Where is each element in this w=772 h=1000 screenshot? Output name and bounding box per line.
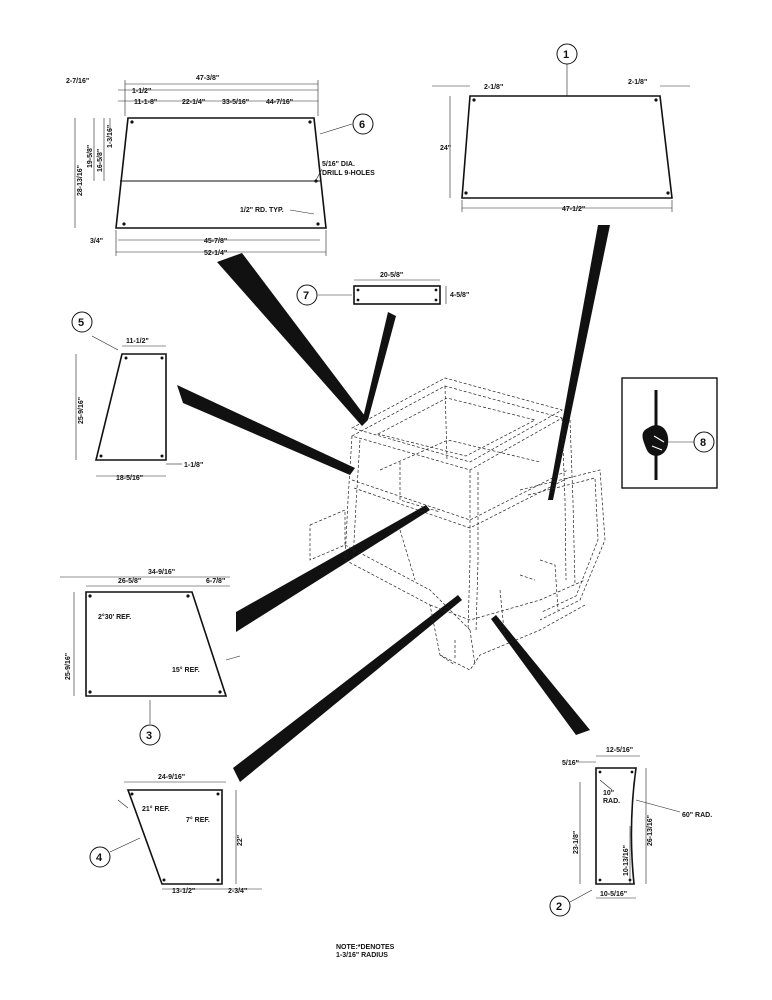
p2-radius-large: 60" RAD. [682,812,712,819]
leader-wedges [177,225,610,782]
panel-7-outline [353,285,441,305]
p4-angle-left: 21° REF. [142,805,170,813]
panel-4-outline [126,789,223,885]
detail-8: 8 [621,377,718,489]
p2-top: 12-5/16" [606,747,633,754]
p4-bottom: 13-1/2" [172,888,195,895]
leader-3 [236,505,430,632]
p1-height: 24" [440,145,451,152]
panel-3: 34-9/16" 26-5/8" 6-7/8" 25-9/16" 2°30' R… [60,569,241,746]
p2-top-offset: 5/16" [562,760,579,767]
panel-1-outline [461,95,673,199]
p2-radius-small: 10" [603,790,614,797]
p3-right-offset: 6-7/8" [206,578,225,585]
callout-4-label: 4 [96,852,103,864]
p6-height-c: 1-3/16" [107,125,114,148]
p3-top: 26-5/8" [118,578,141,585]
p2-bottom: 10-5/16" [600,891,627,898]
p5-height: 25-9/16" [78,397,85,424]
panel-2: 12-5/16" 5/16" 10" RAD. 60" RAD. 23-1/8"… [549,747,712,917]
p3-height: 25-9/16" [65,653,72,680]
panel-3-outline [85,591,228,697]
p6-note-radius: 1/2" RD. TYP. [240,207,284,214]
p6-left-offset: 2-7/16" [66,78,89,85]
callout-4 [89,846,111,868]
p6-note-drill: DRILL 9-HOLES [322,170,375,177]
leader-6 [217,253,368,426]
callout-6 [352,113,374,135]
panel-4: 24-9/16" 21° REF. 7° REF. 22" 13-1/2" 2-… [89,774,262,895]
panel-5: 11-1/2" 25-9/16" 18-5/16" 1-1/8" 5 [71,311,203,482]
p4-angle-right: 7° REF. [186,816,210,824]
callout-8-label: 8 [700,437,706,449]
cab-frame [309,377,606,671]
p1-top-left: 2-1/8" [484,84,503,91]
p6-top-1: 1-1/2" [132,88,151,95]
p2-height-left: 23-1/8" [573,831,580,854]
p5-top: 11-1/2" [126,338,149,345]
p6-bottom-overall: 52-1/4" [204,250,227,257]
callout-5-label: 5 [78,317,84,329]
p7-width: 20-5/8" [380,272,403,279]
leader-4 [233,595,462,782]
p6-overall-top: 47-3/8" [196,75,219,82]
panel-7: 20-5/8" 4-5/8" 7 [296,272,469,306]
p3-angle-side: 15° REF. [172,666,200,674]
callout-3 [139,724,161,746]
callout-5 [71,311,93,333]
p1-top-right: 2-1/8" [628,79,647,86]
p7-height: 4-5/8" [450,292,469,299]
leader-1 [548,225,610,500]
callout-2-label: 2 [556,901,562,913]
p3-overall: 34-9/16" [148,569,175,576]
p6-bottom-offset: 3/4" [90,238,103,245]
p6-height-b: 16-5/8" [97,149,104,172]
note-line-2: 1-3/16" RADIUS [336,952,388,959]
leader-7 [363,312,396,420]
callout-3-label: 3 [146,730,152,742]
p1-bottom: 47-1/2" [562,206,585,213]
p4-bottom-offset: 2-3/4" [228,888,247,895]
callout-7-label: 7 [303,290,309,302]
p6-top-4: 33-5/16" [222,99,249,106]
p4-height: 22" [237,835,244,846]
callout-2 [549,895,571,917]
panel-5-outline [94,353,167,461]
panel-6: 2-7/16" 47-3/8" 1-1/2" 11-1-8" 22-1/4" 3… [66,75,375,257]
p4-top: 24-9/16" [158,774,185,781]
p6-note-holes: 5/16" DIA. [322,161,355,168]
panel-2-outline [595,767,637,885]
panel-1: 2-1/8" 2-1/8" 24" 47-1/2" 1 [432,43,690,213]
leader-5 [177,385,355,475]
p5-bottom: 18-5/16" [116,475,143,482]
callout-1 [556,43,578,65]
callout-7 [296,284,318,306]
p6-top-2: 11-1-8" [134,99,157,106]
p2-radius-small-label: RAD. [603,798,620,805]
p5-offset: 1-1/8" [184,462,203,469]
p6-height-overall: 28-13/16" [77,165,84,196]
p6-top-3: 22-1/4" [182,99,205,106]
p2-height-inner: 10-13/16" [623,845,630,876]
p6-height-a: 19-5/8" [87,145,94,168]
callout-6-label: 6 [359,119,365,131]
callout-1-label: 1 [563,49,569,61]
footnote: NOTE:*DENOTES 1-3/16" RADIUS [336,944,395,959]
callout-8 [693,431,715,453]
note-line-1: NOTE:*DENOTES [336,944,395,951]
p6-bottom-inner: 45-7/8" [204,238,227,245]
p6-top-5: 44-7/16" [266,99,293,106]
p2-height-right: 26-13/16" [647,815,654,846]
leader-2 [491,615,590,735]
panel-6-outline [115,117,327,229]
p3-angle-top: 2°30' REF. [98,613,131,621]
